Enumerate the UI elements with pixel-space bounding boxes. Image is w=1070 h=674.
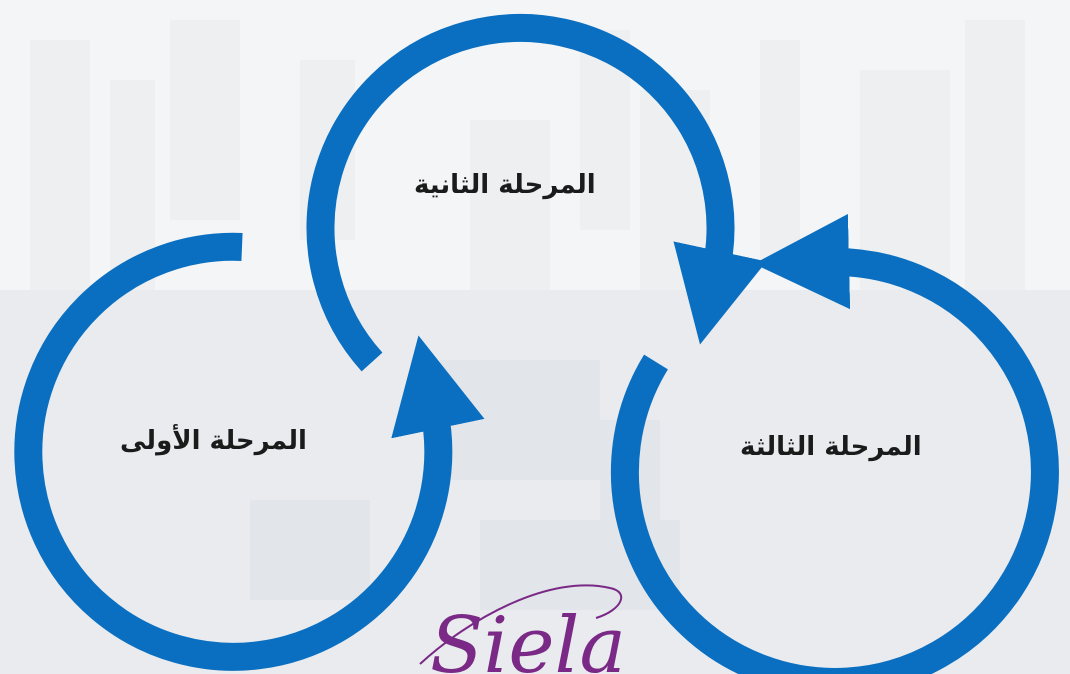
stage-label-third: المرحلة الثالثة — [740, 432, 922, 462]
cycle-arrow-third — [610, 214, 1059, 674]
cycle-arrow-second — [306, 14, 767, 372]
stage-label-first: المرحلة الأولى — [120, 426, 307, 456]
siela-logo-watermark: Siela — [419, 584, 626, 674]
logo-text: Siela — [430, 601, 626, 674]
stage-label-second: المرحلة الثانية — [414, 170, 596, 200]
cycle-arrow-first — [14, 232, 485, 671]
